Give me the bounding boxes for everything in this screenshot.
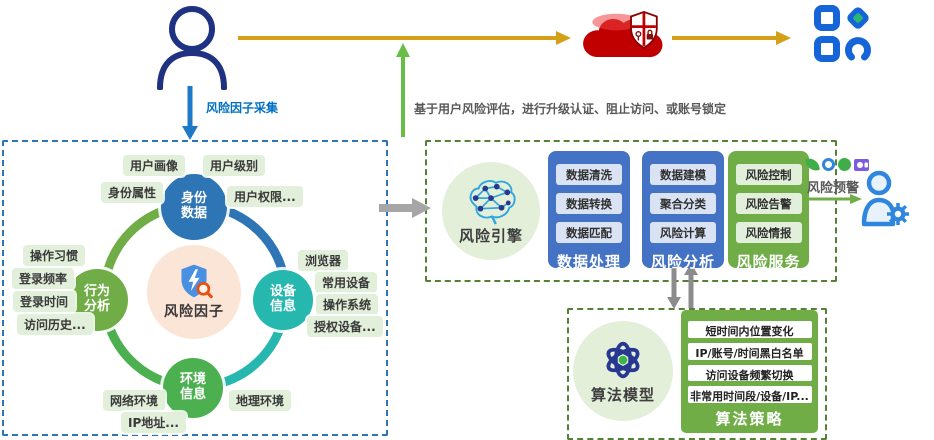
- risk-engine-title: 风险引擎: [458, 226, 523, 245]
- tag-pill: 浏览器: [298, 250, 349, 271]
- strategy-row: IP/账号/时间黑白名单: [687, 342, 812, 360]
- tag-pill: IP地址...: [121, 412, 186, 433]
- tag-pill: 操作系统: [316, 294, 379, 315]
- service-icons: [805, 157, 869, 172]
- gray-double-arrow-exchange: [667, 263, 698, 309]
- node-identity-data: 身份数据: [161, 174, 227, 240]
- column-label: 风险分析: [650, 253, 715, 271]
- column-item: 风险情报: [735, 222, 802, 243]
- leaf-icon: [805, 157, 820, 172]
- cloud-shield-icon: [583, 10, 663, 58]
- tag-pill: 访问历史...: [17, 314, 93, 335]
- gold-arrow-user-to-cloud: [238, 31, 571, 45]
- node-label: 行为分析: [83, 284, 110, 314]
- node-device-info: 设备信息: [253, 270, 313, 330]
- app-grid-logo-icon: [814, 5, 871, 62]
- node-label: 身份数据: [180, 191, 207, 221]
- dot-icon: [838, 158, 851, 171]
- risk-engine-badge: 风险引擎: [442, 162, 540, 260]
- collect-caption: 风险因子采集: [206, 101, 279, 115]
- column-risk-service: 风险控制 风险告警 风险情报 风险服务: [728, 151, 809, 271]
- gray-arrow-factors-to-engine: [379, 198, 431, 218]
- risk-engine-panel: [425, 140, 837, 282]
- column-label: 数据处理: [556, 253, 621, 271]
- tag-pill: 登录频率: [12, 268, 75, 289]
- ring-icon: [822, 158, 835, 171]
- algorithm-model-title: 算法模型: [590, 386, 655, 404]
- logo-diamond-icon: [847, 7, 869, 29]
- column-item: 风险计算: [650, 222, 716, 243]
- camera-icon: [854, 158, 869, 171]
- shield-lightning-magnifier-icon: [181, 264, 213, 299]
- algorithm-strategy-panel: 短时间内位置变化 IP/账号/时间黑白名单 访问设备频繁切换 非常用时间段/设备…: [681, 310, 818, 433]
- brain-network-icon: [469, 179, 516, 225]
- tag-pill: 用户级别: [203, 155, 266, 176]
- column-item: 数据建模: [650, 164, 716, 185]
- logo-square-icon: [814, 36, 840, 62]
- column-item: 数据转换: [556, 193, 622, 214]
- strategy-label: 算法策略: [715, 410, 784, 428]
- strategy-row: 短时间内位置变化: [687, 321, 812, 338]
- logo-c-arc-icon: [845, 37, 871, 61]
- node-environment-info: 环境信息: [163, 358, 223, 418]
- tag-pill: 身份属性: [101, 182, 164, 203]
- column-item: 风险控制: [735, 164, 802, 185]
- tag-pill: 登录时间: [13, 291, 76, 312]
- tag-pill: 授权设备...: [307, 316, 383, 337]
- risk-factor-panel: [2, 140, 388, 436]
- column-item: 风险告警: [735, 193, 802, 214]
- tag-pill: 用户权限...: [227, 186, 303, 207]
- strategy-row: 访问设备频繁切换: [687, 364, 812, 382]
- tag-pill: 常用设备: [315, 272, 378, 293]
- node-label: 环境信息: [179, 372, 206, 402]
- blue-arrow-collect: [182, 86, 198, 140]
- risk-output-label: 风险预警: [807, 181, 860, 196]
- risk-factor-label: 风险因子: [164, 304, 224, 320]
- algorithm-model-badge: 算法模型: [573, 321, 673, 421]
- column-item: 聚合分类: [650, 193, 716, 214]
- node-label: 设备信息: [269, 284, 296, 314]
- column-risk-analysis: 数据建模 聚合分类 风险计算 风险分析: [642, 151, 724, 271]
- person-gear-icon: [861, 170, 909, 227]
- green-arrow-risk-output: [808, 194, 862, 204]
- strategy-row: 非常用时间段/设备/IP...: [687, 386, 812, 403]
- risk-factor-center: 风险因子: [147, 245, 241, 339]
- tag-pill: 网络环境: [103, 390, 166, 411]
- tag-pill: 操作习惯: [23, 245, 86, 266]
- flow-caption: 基于用户风险评估，进行升级认证、阻止访问、或账号锁定: [414, 102, 727, 116]
- logo-square-icon: [814, 5, 840, 31]
- tag-pill: 用户画像: [123, 155, 186, 176]
- column-label: 风险服务: [736, 253, 801, 271]
- column-data-processing: 数据清洗 数据转换 数据匹配 数据处理: [548, 151, 630, 271]
- column-item: 数据清洗: [556, 164, 622, 185]
- column-item: 数据匹配: [556, 222, 622, 243]
- algorithm-panel: [567, 308, 827, 440]
- tag-pill: 地理环境: [229, 390, 292, 411]
- gold-arrow-cloud-to-app: [672, 31, 791, 45]
- green-arrow-feedback-up: [396, 43, 410, 137]
- atom-icon: [606, 341, 640, 379]
- person-icon: [157, 6, 227, 90]
